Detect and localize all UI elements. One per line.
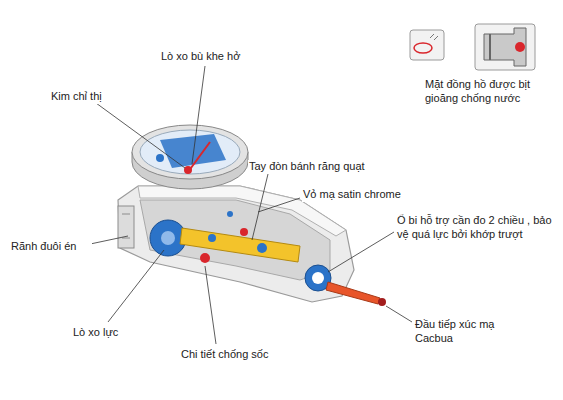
dial — [132, 125, 248, 189]
seal-icon — [410, 24, 535, 70]
part-label: Chi tiết chống sốc — [180, 348, 322, 362]
part-label: Lò xo bù khe hở — [160, 50, 272, 64]
part-label: Rãnh đuôi én — [10, 240, 92, 254]
part-label: Lò xo lực — [72, 326, 154, 340]
indicator-body — [118, 186, 386, 306]
part-label: Ổ bi hỗ trợ cần đo 2 chiều , bảo vệ quá … — [396, 214, 558, 242]
part-label: Tay đòn bánh răng quạt — [248, 160, 400, 174]
part-label: Đầu tiếp xúc mạ Cacbua — [414, 318, 516, 346]
part-label: Kim chỉ thị — [50, 90, 142, 104]
part-label: Mặt đồng hồ được bịt gioăng chống nước — [424, 78, 554, 106]
part-label: Vỏ mạ satin chrome — [302, 188, 434, 202]
leader-lines — [76, 66, 412, 344]
